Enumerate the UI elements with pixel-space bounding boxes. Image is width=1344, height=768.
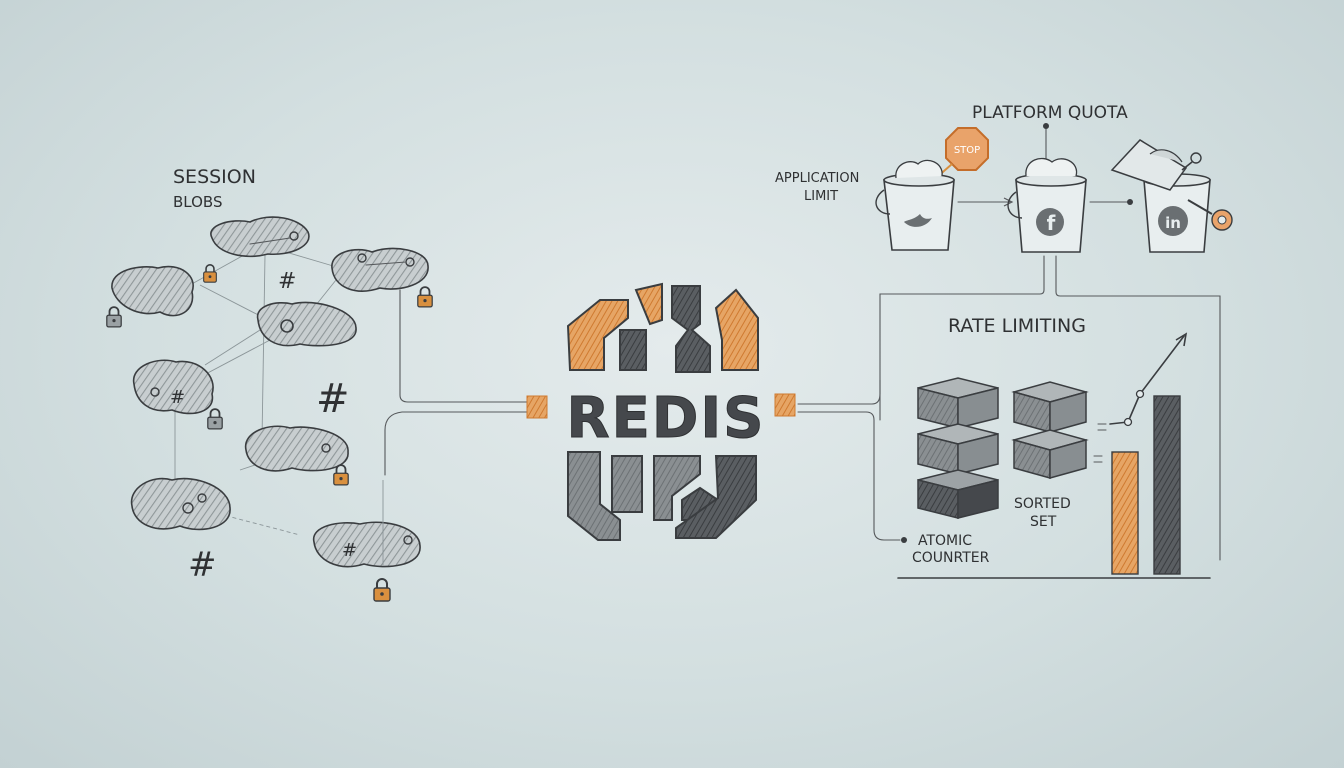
left-port [526,395,548,419]
session-blob [111,265,194,317]
atomic-counter-label-line2: COUNRTER [912,550,990,566]
hash-symbol: # [188,545,217,585]
facebook-icon [1036,208,1064,236]
connector-line [879,255,1045,421]
rate-limiting-title: RATE LIMITING [948,315,1086,337]
session-blob [256,301,357,347]
blob-hash-symbol: # [170,387,185,408]
session-blob [130,477,231,531]
hash-symbol: # [316,376,350,422]
facebook-glyph: f [1047,211,1056,235]
stop-sign-icon: STOP [935,127,989,179]
lock-icon [105,306,123,328]
logo-piece [566,299,629,371]
linkedin-icon [1158,206,1188,236]
connector-line [399,289,529,403]
connector-line [1055,255,1221,561]
redis-logo: REDIS [526,282,796,541]
platform-quota-title: PLATFORM QUOTA [972,103,1128,123]
platform-quota-section: PLATFORM QUOTA APPLICATION LIMIT STOP [775,103,1233,561]
session-blob: # [313,521,421,568]
session-title: SESSION [173,166,256,188]
logo-piece [634,282,663,326]
connector-line [797,411,901,541]
redis-logo-text: REDIS [566,386,765,451]
rate-bar-dark [1153,395,1181,575]
connector-line [797,379,881,405]
hash-symbol: # [278,269,296,294]
twitter-bird-icon [904,214,932,227]
lock-icon [332,464,350,486]
logo-piece [567,451,621,541]
rate-limiting-section: RATE LIMITING ATOMIC COUNRTER [797,315,1211,579]
stop-sign-label: STOP [954,145,980,156]
facebook-bucket: f [1007,123,1087,253]
sorted-set-label-line2: SET [1030,514,1057,530]
rate-bar-orange [1111,451,1139,575]
lock-icon [416,286,434,308]
connector-line [384,411,529,476]
logo-piece [714,288,759,371]
key-icon [1181,152,1233,231]
lock-icon [373,578,391,602]
session-blob [210,216,310,258]
twitter-bucket [875,159,955,251]
session-blob [244,425,349,472]
logo-piece [675,455,757,539]
right-port [774,393,796,417]
arrow-head-icon [1175,332,1188,347]
sorted-set-label-line1: SORTED [1014,496,1071,512]
lock-icon [206,408,224,430]
session-blob: # [132,359,214,415]
logo-piece [619,329,647,371]
logo-piece [671,285,711,373]
logo-piece [653,455,701,521]
session-blobs-section: SESSION BLOBS [105,166,529,602]
lock-icon [202,264,218,283]
linkedin-glyph: in [1165,214,1181,232]
linkedin-bucket: in [1110,139,1233,253]
sorted-set-stack [1011,381,1089,479]
session-subtitle: BLOBS [173,193,222,211]
application-limit-label-line2: LIMIT [804,189,838,204]
logo-piece [611,455,643,513]
application-limit-label-line1: APPLICATION [775,171,859,186]
trend-line [1109,335,1185,425]
atomic-counter-label-line1: ATOMIC [918,533,972,549]
atomic-counter-stack [917,377,999,519]
session-blob [331,247,429,292]
blob-hash-symbol: # [342,540,357,561]
